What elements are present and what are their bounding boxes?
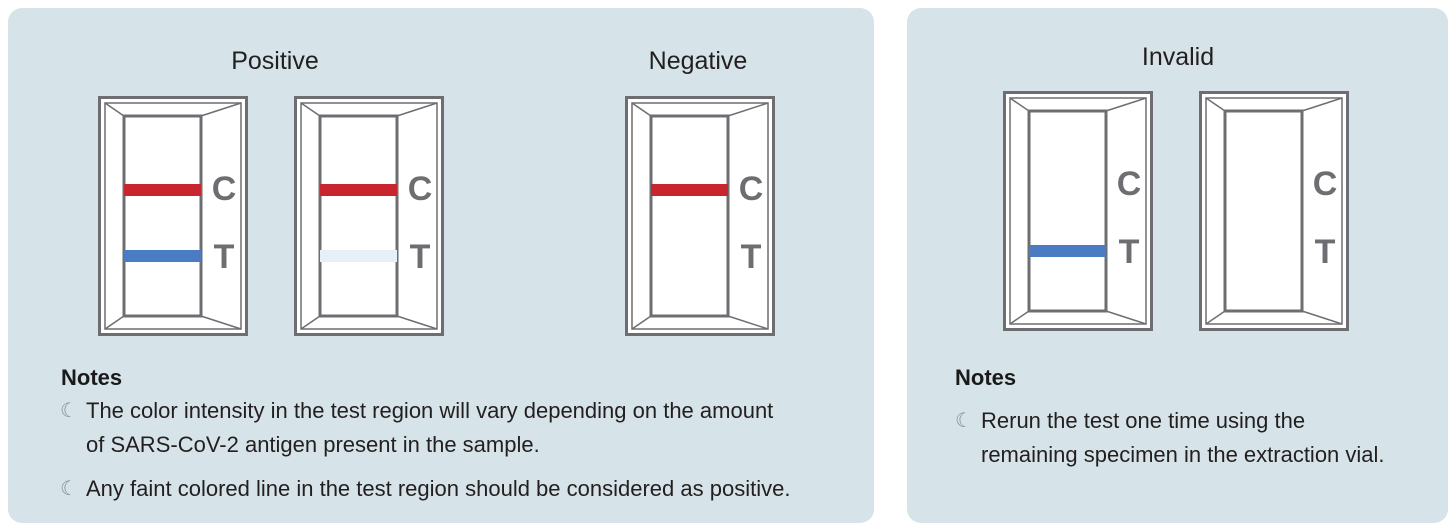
cassette-drawing: CT — [98, 96, 248, 336]
note-item: The color intensity in the test region w… — [86, 394, 773, 462]
test-line — [320, 250, 397, 262]
result-window — [1225, 111, 1302, 311]
control-line — [320, 184, 397, 196]
crescent-bullet-icon: ☾ — [60, 472, 78, 506]
group-label-invalid: Invalid — [1142, 43, 1214, 72]
note-line: The color intensity in the test region w… — [86, 394, 773, 428]
test-marker: T — [741, 238, 762, 276]
notes-title: Notes — [955, 365, 1016, 391]
test-marker: T — [214, 238, 235, 276]
result-window — [651, 116, 728, 316]
control-line — [651, 184, 728, 196]
note-line: Any faint colored line in the test regio… — [86, 472, 790, 506]
result-window — [320, 116, 397, 316]
crescent-bullet-icon: ☾ — [955, 404, 973, 438]
result-window — [124, 116, 201, 316]
control-marker: C — [212, 170, 237, 208]
control-marker: C — [739, 170, 764, 208]
cassette-drawing: CT — [1199, 91, 1349, 331]
control-marker: C — [1313, 165, 1338, 203]
test-marker: T — [1119, 233, 1140, 271]
note-line: remaining specimen in the extraction via… — [981, 438, 1385, 472]
test-line — [124, 250, 201, 262]
note-item: Rerun the test one time using the remain… — [981, 404, 1385, 472]
result-window — [1029, 111, 1106, 311]
test-marker: T — [410, 238, 431, 276]
control-line — [124, 184, 201, 196]
note-line: Rerun the test one time using the — [981, 404, 1385, 438]
cassette-drawing: CT — [625, 96, 775, 336]
control-marker: C — [1117, 165, 1142, 203]
group-label-positive: Positive — [231, 47, 319, 76]
notes-title: Notes — [61, 365, 122, 391]
test-line — [1029, 245, 1106, 257]
test-marker: T — [1315, 233, 1336, 271]
note-line: of SARS-CoV-2 antigen present in the sam… — [86, 428, 773, 462]
cassette-drawing: CT — [1003, 91, 1153, 331]
crescent-bullet-icon: ☾ — [60, 394, 78, 428]
control-marker: C — [408, 170, 433, 208]
note-item: Any faint colored line in the test regio… — [86, 472, 790, 506]
cassette-drawing: CT — [294, 96, 444, 336]
group-label-negative: Negative — [649, 47, 748, 76]
